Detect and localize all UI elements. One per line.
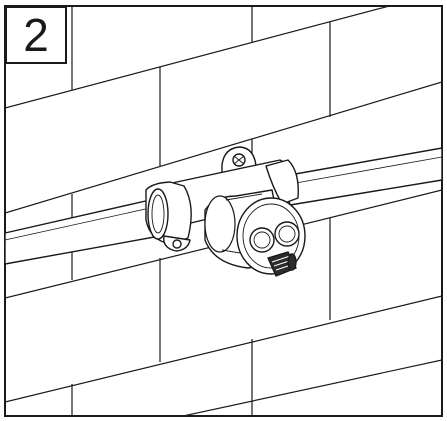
step-number-badge: 2 — [5, 6, 67, 64]
pipe-assembly — [4, 146, 443, 277]
step-number: 2 — [23, 9, 49, 61]
knob-icon — [267, 251, 297, 277]
right-collar — [265, 159, 299, 205]
